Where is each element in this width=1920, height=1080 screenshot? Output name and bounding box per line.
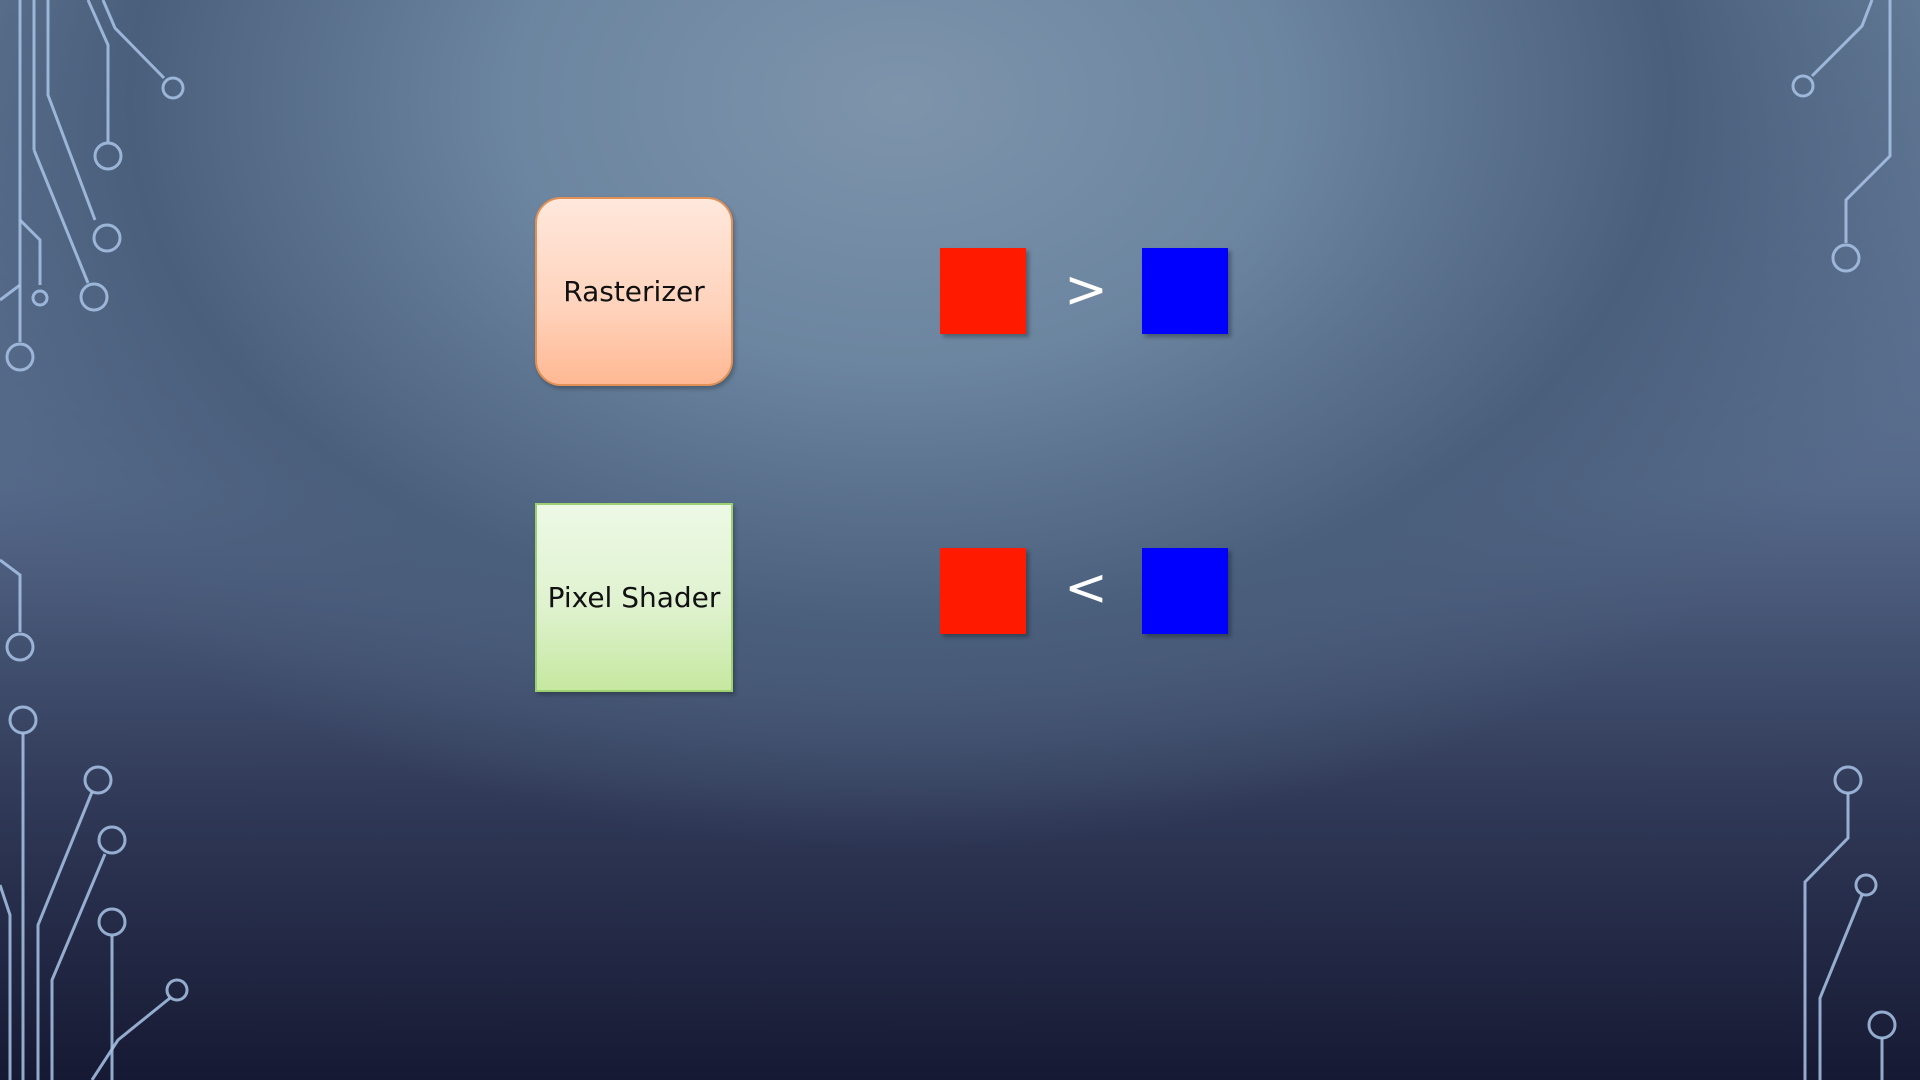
blue-square-bottom (1142, 548, 1228, 634)
red-square-bottom (940, 548, 1026, 634)
pixel-shader-label: Pixel Shader (547, 581, 721, 614)
red-square-top (940, 248, 1026, 334)
circuit-bottom-left (0, 705, 189, 1080)
rasterizer-stage: Rasterizer (535, 197, 733, 386)
circuit-bottom-right (1803, 765, 1897, 1080)
less-than-operator: < (1064, 558, 1108, 618)
pixel-shader-stage: Pixel Shader (535, 503, 733, 692)
circuit-top-right (1791, 0, 1892, 273)
rasterizer-label: Rasterizer (563, 275, 705, 308)
circuit-left-middle (0, 558, 35, 662)
greater-than-operator: > (1064, 260, 1108, 320)
blue-square-top (1142, 248, 1228, 334)
circuit-top-left (0, 0, 185, 372)
